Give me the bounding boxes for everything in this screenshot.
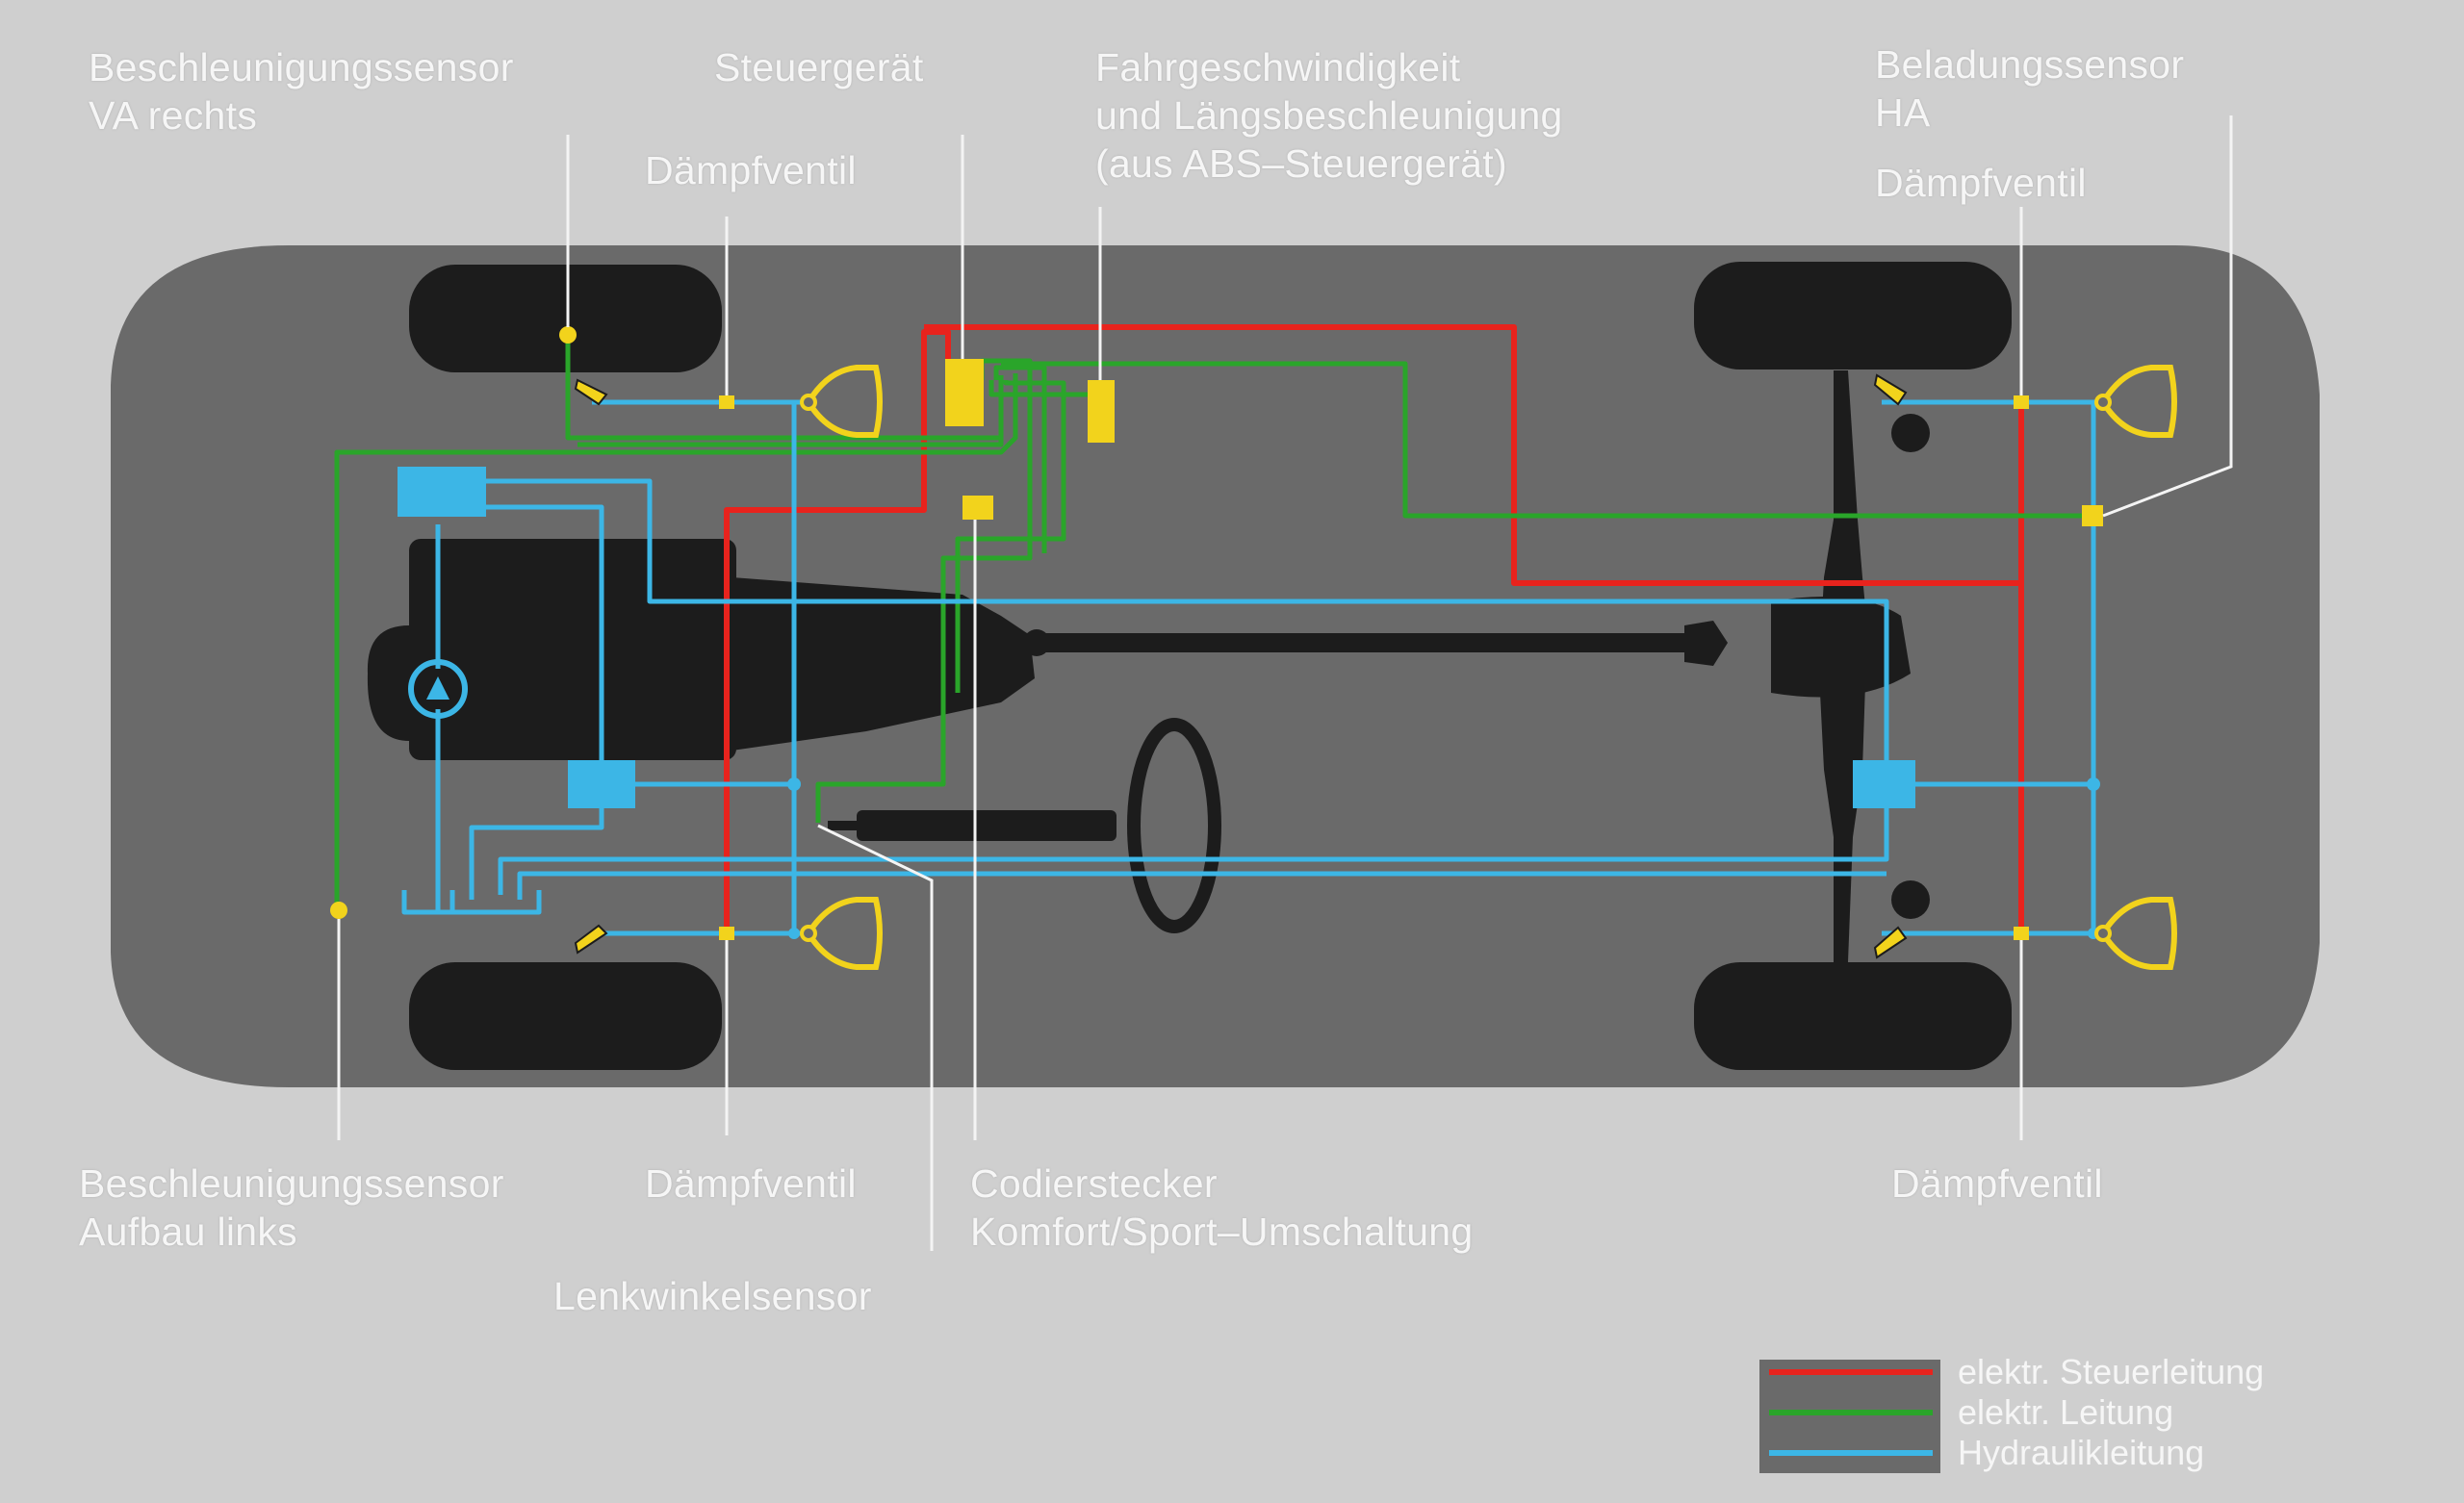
front-valve-block (568, 760, 635, 808)
wheel-front-right (409, 265, 722, 372)
steering-rack (857, 810, 1116, 841)
label-line: Komfort/Sport–Umschaltung (970, 1210, 1474, 1254)
wheel-front-left (409, 962, 722, 1070)
driveshaft (1030, 633, 1694, 652)
abs-signal-box (1088, 380, 1115, 443)
legend-box (1759, 1360, 1940, 1473)
hydraulic-reservoir (398, 467, 486, 517)
blue-junctions (787, 777, 2100, 939)
label-line: Steuergerät (714, 45, 924, 89)
label-line: Aufbau links (79, 1210, 297, 1254)
car-body (111, 245, 2320, 1087)
label-accel-body-left: Beschleunigungssensor Aufbau links (79, 1159, 504, 1256)
leader-lines (337, 115, 2233, 1251)
wheel-rear-left (1694, 962, 2012, 1070)
label-line: Dämpfventil (645, 1161, 857, 1206)
label-damper-front-right: Dämpfventil (645, 146, 857, 194)
legend-label-electric-line: elektr. Leitung (1958, 1392, 2174, 1432)
label-damper-rear-right: Dämpfventil (1875, 159, 2087, 207)
label-coding-plug: Codierstecker Komfort/Sport–Umschaltung (970, 1159, 1474, 1256)
label-line: Fahrgeschwindigkeit (1095, 45, 1461, 89)
rear-mount-top (1891, 414, 1930, 452)
label-line: HA (1875, 90, 1931, 135)
wheel-rear-right (1694, 262, 2012, 369)
control-unit-box (945, 359, 984, 426)
steering-wheel (1127, 718, 1221, 933)
label-line: VA rechts (89, 93, 258, 138)
engine-block (409, 539, 736, 760)
label-line: Codierstecker (970, 1161, 1218, 1206)
legend-label-control-line: elektr. Steuerleitung (1958, 1352, 2265, 1391)
shaft-joint-rear (1684, 621, 1728, 666)
label-line: und Längsbeschleunigung (1095, 93, 1563, 138)
label-load-sensor-rear: Beladungssensor HA (1875, 40, 2184, 137)
label-line: Dämpfventil (1875, 161, 2087, 205)
rear-valve-block (1853, 760, 1915, 808)
rear-axle (1819, 370, 1867, 962)
rear-mount-bottom (1891, 880, 1930, 919)
label-line: (aus ABS–Steuergerät) (1095, 141, 1507, 186)
label-line: Dämpfventil (645, 148, 857, 192)
hydraulic-pump-arrow (426, 676, 449, 700)
strut-centers (800, 394, 2112, 942)
accel-sensor-body-left (330, 902, 347, 919)
label-steering-angle: Lenkwinkelsensor (553, 1272, 872, 1320)
accel-sensor-front-right (559, 326, 577, 344)
legend-label-hydraulic-line: Hydraulikleitung (1958, 1433, 2205, 1472)
label-damper-rear-left: Dämpfventil (1891, 1159, 2103, 1208)
engine-front (367, 625, 409, 741)
hydraulic-pump (408, 659, 468, 719)
label-line: Beschleunigungssensor (79, 1161, 504, 1206)
damper-valve-dots (719, 395, 2029, 940)
coding-plug-box (962, 496, 993, 520)
shaft-joint-front (1023, 629, 1050, 656)
label-damper-front-left: Dämpfventil (645, 1159, 857, 1208)
wheel-sensors (574, 373, 1908, 959)
label-line: Lenkwinkelsensor (553, 1274, 872, 1318)
label-line: Beladungssensor (1875, 42, 2185, 87)
label-speed-accel: Fahrgeschwindigkeit und Längsbeschleunig… (1095, 43, 1563, 188)
label-accel-front-right: Beschleunigungssensor VA rechts (89, 43, 514, 140)
suspension-struts (805, 365, 2177, 970)
green-electric-lines (334, 337, 2093, 909)
label-control-unit: Steuergerät (714, 43, 924, 91)
blue-hydraulic-lines (401, 399, 2103, 936)
label-line: Beschleunigungssensor (89, 45, 514, 89)
load-sensor-box (2082, 505, 2103, 526)
label-line: Dämpfventil (1891, 1161, 2103, 1206)
